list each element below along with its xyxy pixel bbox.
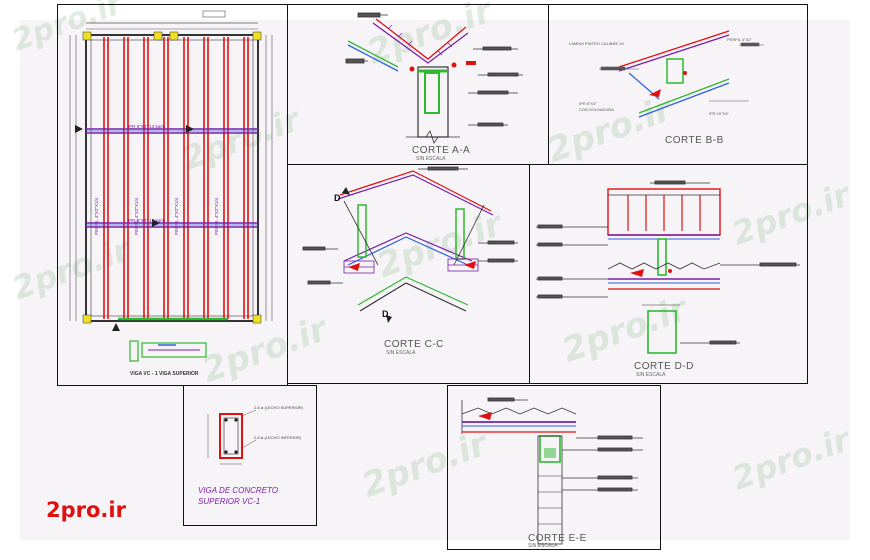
beam-detail-panel: 2-5 ø (LECHO SUPERIOR) 2-5 ø (LECHO INFE… [183,385,317,526]
corte-aa-panel: CORTE A-A SIN ESCALA [287,4,549,165]
svg-text:PERFIL 4"X2": PERFIL 4"X2" [727,37,753,42]
svg-text:IPR 8"X4" 13 kg/m: IPR 8"X4" 13 kg/m [128,218,165,223]
corte-cc-title: CORTE C-C [384,339,444,350]
corte-dd-drawing [536,180,800,354]
corte-ee-drawing [461,397,643,545]
svg-text:IPR 10"X4": IPR 10"X4" [709,111,730,116]
plan-caption: VIGA VC - 1 VIGA SUPERIOR [130,371,199,377]
corte-cc-drawing [302,166,518,323]
beam-detail-drawing [207,409,257,465]
corte-dd-panel: CORTE D-D SIN ESCALA [529,164,808,384]
svg-text:PERFIL 4"X2"X1/4: PERFIL 4"X2"X1/4 [134,197,139,235]
svg-text:PERFIL 4"X2"X1/4: PERFIL 4"X2"X1/4 [174,197,179,235]
svg-text:LAMINA PINTRO CALIBRE 24: LAMINA PINTRO CALIBRE 24 [569,41,624,46]
beam-detail-title-line2: SUPERIOR VC-1 [198,497,261,506]
roof-plan-panel: PERFIL 4"X2"X1/4 PERFIL 4"X2"X1/4 PERFIL… [57,4,288,386]
roof-plan-drawing: PERFIL 4"X2"X1/4 PERFIL 4"X2"X1/4 PERFIL… [69,10,273,362]
corte-ee-title: CORTE E-E [528,533,587,544]
corte-ee-subtitle: SIN ESCALA [528,543,558,549]
brand-logo: 2pro.ir [46,498,126,522]
svg-text:PERFIL 4"X2"X1/4: PERFIL 4"X2"X1/4 [94,197,99,235]
corte-aa-drawing [345,12,523,144]
beam-detail-title-line1: VIGA DE CONCRETO [198,486,279,495]
corte-cc-marker-bottom: D [382,309,389,319]
corte-cc-marker-top: D [334,193,341,203]
corte-cc-subtitle: SIN ESCALA [386,350,416,356]
corte-bb-drawing: LAMINA PINTRO CALIBRE 24 PERFIL 4"X2" IP… [569,30,764,118]
corte-bb-panel: LAMINA PINTRO CALIBRE 24 PERFIL 4"X2" IP… [548,4,808,165]
corte-dd-subtitle: SIN ESCALA [636,372,666,378]
corte-aa-title: CORTE A-A [412,145,471,156]
svg-text:CON SOLDADURA: CON SOLDADURA [579,107,614,112]
corte-ee-panel: CORTE E-E SIN ESCALA [447,385,661,550]
corte-aa-subtitle: SIN ESCALA [416,156,446,162]
svg-text:PERFIL 4"X2"X1/4: PERFIL 4"X2"X1/4 [214,197,219,235]
beam-note-bottom: 2-5 ø (LECHO INFERIOR) [254,435,302,440]
svg-text:IPR 8"X4": IPR 8"X4" [579,101,597,106]
beam-note-top: 2-5 ø (LECHO SUPERIOR) [254,405,303,410]
corte-dd-title: CORTE D-D [634,361,694,372]
svg-text:IPR 8"X4" 13 kg/m: IPR 8"X4" 13 kg/m [128,124,165,129]
corte-bb-title: CORTE B-B [665,135,724,146]
corte-cc-panel: D D CORTE C-C SIN ESCALA [287,164,530,384]
